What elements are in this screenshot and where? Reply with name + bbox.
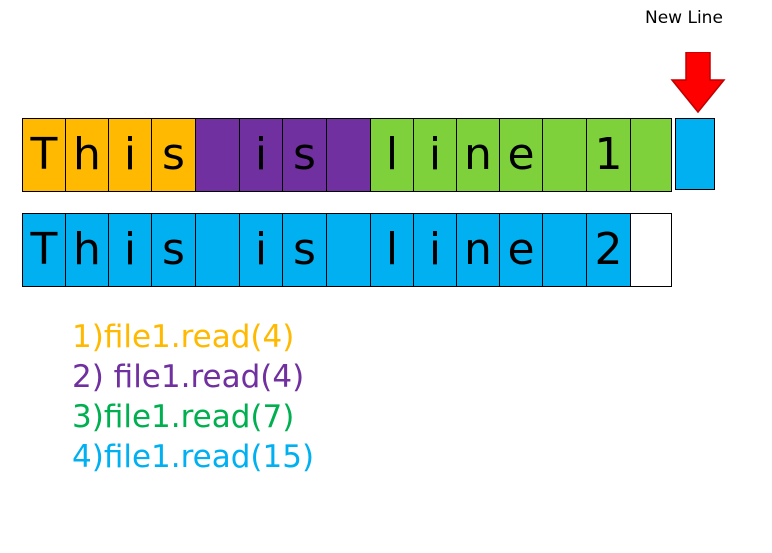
char-cell: 1 [586,118,631,192]
char-cell: i [108,118,152,192]
read-call-line: 1)file1.read(4) [72,319,295,355]
char-cell [326,118,371,192]
newline-cell [675,118,715,190]
char-cell: s [151,213,196,287]
char-cell [542,213,587,287]
down-arrow-shape [670,52,726,114]
char-cell: s [151,118,196,192]
char-cell: s [282,118,327,192]
char-cell: i [413,213,457,287]
char-cell: i [413,118,457,192]
char-cell: T [22,213,66,287]
char-cell: n [456,213,500,287]
read-call-list: 1)file1.read(4) 2) file1.read(4) 3)file1.r… [72,322,314,482]
char-cell: i [239,118,283,192]
char-cell: 2 [586,213,631,287]
char-cell: l [370,118,414,192]
char-cell: e [499,213,543,287]
char-cell: s [282,213,327,287]
char-cell [630,213,672,287]
down-arrow-icon [670,52,726,114]
char-cell [326,213,371,287]
char-cell [542,118,587,192]
char-cell: h [65,118,109,192]
char-cell [195,118,240,192]
read-call-line: 4)file1.read(15) [72,439,315,475]
char-cell [195,213,240,287]
char-cell: e [499,118,543,192]
read-call-line: 2) file1.read(4) [72,359,305,395]
char-cell: i [239,213,283,287]
char-cell: i [108,213,152,287]
char-cell: n [456,118,500,192]
char-cell: h [65,213,109,287]
char-cell [630,118,672,192]
char-cell: l [370,213,414,287]
read-call-line: 3)file1.read(7) [72,399,295,435]
new-line-label: New Line [645,8,723,28]
char-cell: T [22,118,66,192]
